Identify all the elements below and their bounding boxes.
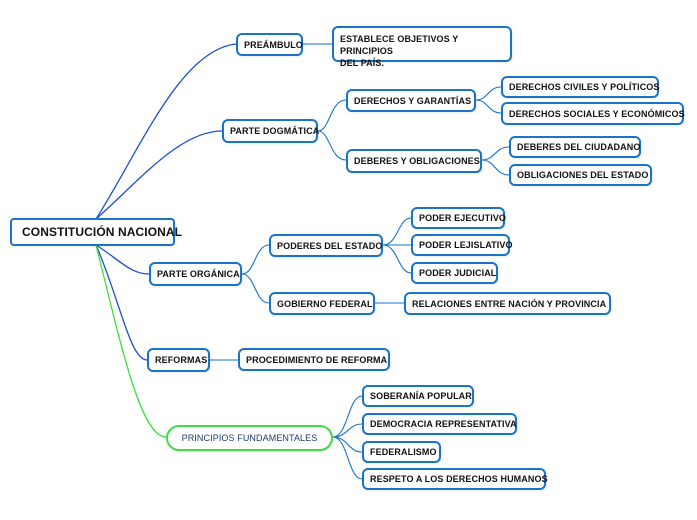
soberania-popular-label: SOBERANÍA POPULAR [370, 391, 472, 401]
node-poder-ejecutivo[interactable]: PODER EJECUTIVO [411, 207, 507, 229]
deberes-ciudadano-label: DEBERES DEL CIUDADANO [517, 142, 641, 152]
link-principios-respeto [332, 436, 363, 480]
respeto-derechos-humanos-label: RESPETO A LOS DERECHOS HUMANOS [370, 474, 548, 484]
node-federalismo[interactable]: FEDERALISMO [362, 441, 441, 463]
federalismo-label: FEDERALISMO [370, 447, 437, 457]
gobierno-federal-label: GOBIERNO FEDERAL [277, 298, 373, 309]
root-node[interactable]: CONSTITUCIÓN NACIONAL [10, 218, 182, 246]
node-establece-objetivos[interactable]: ESTABLECE OBJETIVOS Y PRINCIPIOS DEL PAÍ… [332, 26, 512, 68]
root-label: CONSTITUCIÓN NACIONAL [22, 225, 183, 239]
link-derechos-civiles [475, 86, 502, 101]
node-gobierno-federal[interactable]: GOBIERNO FEDERAL [269, 292, 375, 315]
node-poder-legislativo[interactable]: PODER LEJISLATIVO [411, 234, 513, 256]
link-dogmatica-derechos [317, 99, 347, 132]
node-poder-judicial[interactable]: PODER JUDICIAL [411, 262, 498, 284]
node-principios-fundamentales[interactable]: PRINCIPIOS FUNDAMENTALES [166, 425, 333, 451]
poder-ejecutivo-label: PODER EJECUTIVO [419, 213, 507, 223]
reformas-label: REFORMAS [155, 355, 208, 365]
poder-judicial-label: PODER JUDICIAL [419, 268, 497, 278]
node-preambulo[interactable]: PREÁMBULO [236, 33, 303, 56]
link-deberes-ciudadano [481, 146, 510, 161]
poderes-estado-label: PODERES DEL ESTADO [277, 240, 383, 251]
node-parte-organica[interactable]: PARTE ORGÁNICA [149, 262, 242, 286]
link-principios-democracia [332, 423, 363, 438]
link-principios-federalismo [332, 436, 363, 453]
node-relaciones-nacion-provincia[interactable]: RELACIONES ENTRE NACIÓN Y PROVINCIA [404, 292, 611, 315]
derechos-civiles-label: DERECHOS CIVILES Y POLÍTICOS [509, 82, 660, 92]
link-poderes-judicial [382, 244, 412, 274]
procedimiento-reforma-label: PROCEDIMIENTO DE REFORMA [246, 354, 388, 365]
parte-organica-label: PARTE ORGÁNICA [157, 269, 240, 279]
relaciones-nacion-provincia-label: RELACIONES ENTRE NACIÓN Y PROVINCIA [412, 298, 607, 309]
node-derechos-garantias[interactable]: DERECHOS Y GARANTÍAS [346, 89, 476, 112]
link-dogmatica-deberes [317, 130, 347, 161]
link-derechos-sociales [475, 99, 502, 114]
node-democracia-representativa[interactable]: DEMOCRACIA REPRESENTATIVA [362, 413, 517, 435]
node-obligaciones-estado[interactable]: OBLIGACIONES DEL ESTADO [509, 164, 652, 186]
principios-fundamentales-label: PRINCIPIOS FUNDAMENTALES [181, 433, 318, 443]
derechos-garantias-label: DERECHOS Y GARANTÍAS [354, 95, 472, 106]
link-organica-gobierno [241, 273, 270, 304]
derechos-sociales-label: DERECHOS SOCIALES Y ECONÓMICOS [509, 108, 685, 119]
node-derechos-sociales[interactable]: DERECHOS SOCIALES Y ECONÓMICOS [501, 102, 685, 125]
democracia-representativa-label: DEMOCRACIA REPRESENTATIVA [370, 419, 517, 429]
node-derechos-civiles[interactable]: DERECHOS CIVILES Y POLÍTICOS [501, 76, 659, 98]
link-deberes-estado [481, 159, 510, 176]
node-deberes-obligaciones[interactable]: DEBERES Y OBLIGACIONES [346, 149, 482, 173]
preambulo-label: PREÁMBULO [244, 39, 303, 50]
node-procedimiento-reforma[interactable]: PROCEDIMIENTO DE REFORMA [238, 348, 390, 371]
establece-objetivos-label: ESTABLECE OBJETIVOS Y PRINCIPIOS DEL PAÍ… [340, 34, 459, 68]
node-poderes-estado[interactable]: PODERES DEL ESTADO [269, 234, 383, 257]
obligaciones-estado-label: OBLIGACIONES DEL ESTADO [517, 170, 649, 180]
link-root-dogmatica [95, 130, 223, 220]
poder-legislativo-label: PODER LEJISLATIVO [419, 240, 513, 250]
link-root-preambulo [95, 43, 237, 220]
link-poderes-ejecutivo [382, 217, 412, 246]
link-root-reformas [95, 244, 148, 361]
node-reformas[interactable]: REFORMAS [147, 348, 210, 372]
link-root-organica [95, 244, 150, 275]
node-deberes-ciudadano[interactable]: DEBERES DEL CIUDADANO [509, 136, 641, 158]
parte-dogmatica-label: PARTE DOGMÁTICA [230, 126, 320, 136]
node-soberania-popular[interactable]: SOBERANÍA POPULAR [362, 385, 474, 407]
link-root-principios [95, 244, 167, 438]
node-respeto-derechos-humanos[interactable]: RESPETO A LOS DERECHOS HUMANOS [362, 468, 548, 490]
deberes-obligaciones-label: DEBERES Y OBLIGACIONES [354, 156, 480, 166]
node-parte-dogmatica[interactable]: PARTE DOGMÁTICA [222, 119, 320, 143]
link-organica-poderes [241, 244, 270, 275]
link-principios-soberania [332, 395, 363, 438]
